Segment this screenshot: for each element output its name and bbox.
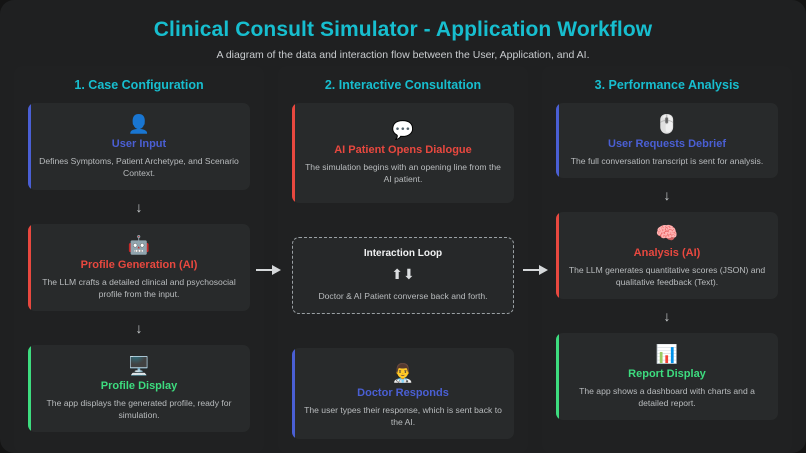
- card-title: Report Display: [628, 368, 706, 380]
- card-description: The app displays the generated profile, …: [46, 398, 232, 420]
- card-analysis-ai[interactable]: 🧠 Analysis (AI) The LLM generates quanti…: [556, 212, 778, 299]
- down-arrow-icon: ↓: [135, 199, 143, 215]
- column-title-1: 1. Case Configuration: [74, 78, 204, 92]
- robot-icon: 🤖: [127, 235, 151, 255]
- down-arrow-icon: ↓: [663, 187, 671, 203]
- doctor-icon: 👨‍⚕️: [391, 363, 415, 383]
- column-title-2: 2. Interactive Consultation: [324, 78, 482, 92]
- column-interactive-consultation: 2. Interactive Consultation 💬 AI Patient…: [278, 66, 528, 453]
- up-down-arrows-icon: ⬆⬇: [391, 266, 415, 282]
- column-performance-analysis: 3. Performance Analysis 🖱️ User Requests…: [542, 66, 792, 453]
- arrow-right-glyph: [523, 265, 548, 275]
- user-silhouette-icon: 👤: [127, 114, 151, 134]
- loop-title: Interaction Loop: [363, 248, 443, 259]
- page-title: Clinical Consult Simulator - Application…: [153, 18, 653, 41]
- card-profile-generation[interactable]: 🤖 Profile Generation (AI) The LLM crafts…: [28, 224, 250, 311]
- columns-container: 1. Case Configuration 👤 User Input Defin…: [0, 66, 806, 453]
- right-arrow-icon-1: [256, 262, 282, 282]
- card-title: Profile Display: [100, 380, 178, 392]
- card-description: The LLM generates quantitative scores (J…: [568, 265, 766, 287]
- card-description: The full conversation transcript is sent…: [570, 156, 764, 166]
- card-title: User Requests Debrief: [608, 138, 726, 150]
- card-ai-patient-opens-dialogue[interactable]: 💬 AI Patient Opens Dialogue The simulati…: [292, 103, 514, 203]
- page-subtitle: A diagram of the data and interaction fl…: [216, 49, 590, 61]
- down-arrow-icon: ↓: [663, 308, 671, 324]
- card-title: Profile Generation (AI): [80, 259, 198, 271]
- card-doctor-responds[interactable]: 👨‍⚕️ Doctor Responds The user types thei…: [292, 348, 514, 439]
- card-user-requests-debrief[interactable]: 🖱️ User Requests Debrief The full conver…: [556, 103, 778, 178]
- speech-bubble-icon: 💬: [391, 120, 415, 140]
- column-case-configuration: 1. Case Configuration 👤 User Input Defin…: [14, 66, 264, 453]
- card-title: Doctor Responds: [357, 387, 449, 399]
- card-report-display[interactable]: 📊 Report Display The app shows a dashboa…: [556, 333, 778, 420]
- card-profile-display[interactable]: 🖥️ Profile Display The app displays the …: [28, 345, 250, 432]
- arrow-right-glyph: [256, 265, 281, 275]
- right-arrow-icon-2: [523, 262, 549, 282]
- card-description: The user types their response, which is …: [304, 405, 502, 427]
- card-title: Analysis (AI): [633, 247, 701, 259]
- diagram-header: Clinical Consult Simulator - Application…: [0, 0, 806, 61]
- loop-description: Doctor & AI Patient converse back and fo…: [318, 291, 488, 301]
- card-title: User Input: [111, 138, 167, 150]
- computer-mouse-icon: 🖱️: [655, 114, 679, 134]
- card-interaction-loop[interactable]: Interaction Loop ⬆⬇ Doctor & AI Patient …: [292, 237, 514, 314]
- card-title: AI Patient Opens Dialogue: [334, 144, 472, 156]
- bar-chart-icon: 📊: [655, 344, 679, 364]
- card-description: Defines Symptoms, Patient Archetype, and…: [39, 156, 239, 178]
- card-description: The simulation begins with an opening li…: [305, 162, 501, 184]
- column-title-3: 3. Performance Analysis: [594, 78, 740, 92]
- card-description: The app shows a dashboard with charts an…: [579, 386, 755, 408]
- card-description: The LLM crafts a detailed clinical and p…: [42, 277, 236, 299]
- card-user-input[interactable]: 👤 User Input Defines Symptoms, Patient A…: [28, 103, 250, 190]
- down-arrow-icon: ↓: [135, 320, 143, 336]
- desktop-monitor-icon: 🖥️: [127, 356, 151, 376]
- brain-icon: 🧠: [655, 223, 679, 243]
